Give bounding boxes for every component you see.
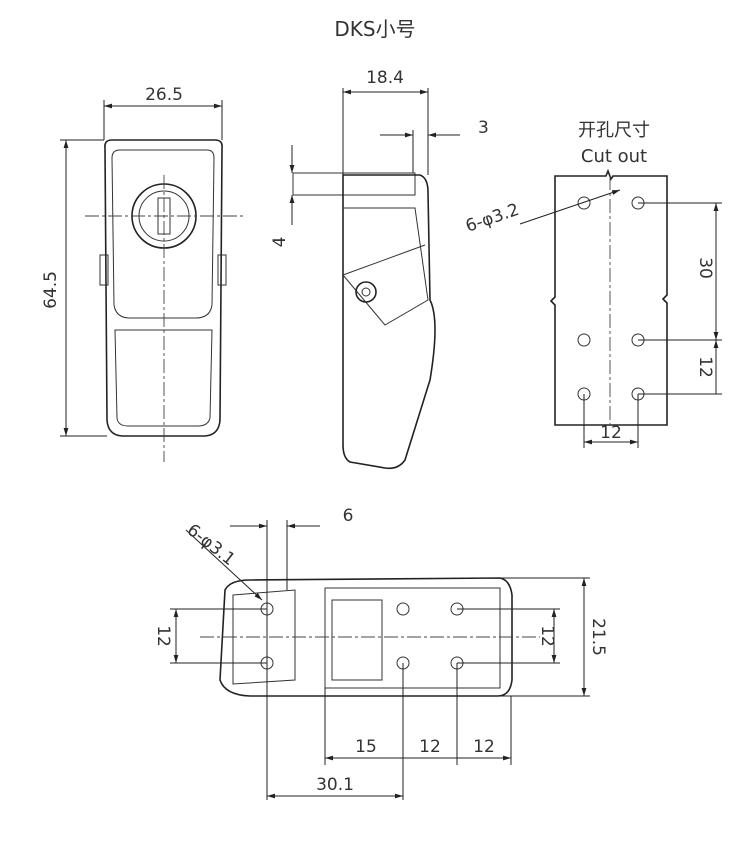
front-view: [60, 100, 245, 462]
cutout-spacing-short: 12: [695, 356, 715, 378]
dim-offset: 3: [478, 118, 489, 138]
side-view: [289, 88, 460, 470]
cutout-spacing-long: 30: [695, 257, 715, 279]
bottom-right-spacing: 12: [537, 625, 557, 647]
bottom-d1: 15: [355, 737, 377, 757]
cutout-holes: 6-φ3.2: [463, 200, 522, 237]
bottom-offset: 6: [343, 506, 354, 526]
bottom-left-spacing: 12: [153, 625, 173, 647]
cutout-title-en: Cut out: [581, 146, 647, 167]
cutout-view: [519, 168, 722, 448]
cutout-spacing-width: 12: [600, 423, 622, 443]
cutout-title-cn: 开孔尺寸: [578, 120, 650, 141]
bottom-view: [170, 520, 590, 800]
dim-thickness: 4: [270, 237, 290, 248]
title: DKS小号: [334, 17, 415, 41]
dim-width: 26.5: [145, 85, 183, 105]
bottom-height: 21.5: [588, 618, 608, 656]
dim-depth: 18.4: [366, 68, 404, 88]
bottom-d2: 12: [419, 737, 441, 757]
dim-height: 64.5: [41, 271, 61, 309]
bottom-total: 30.1: [316, 775, 354, 795]
bottom-d3: 12: [473, 737, 495, 757]
bottom-holes: 6-φ3.1: [183, 520, 239, 570]
